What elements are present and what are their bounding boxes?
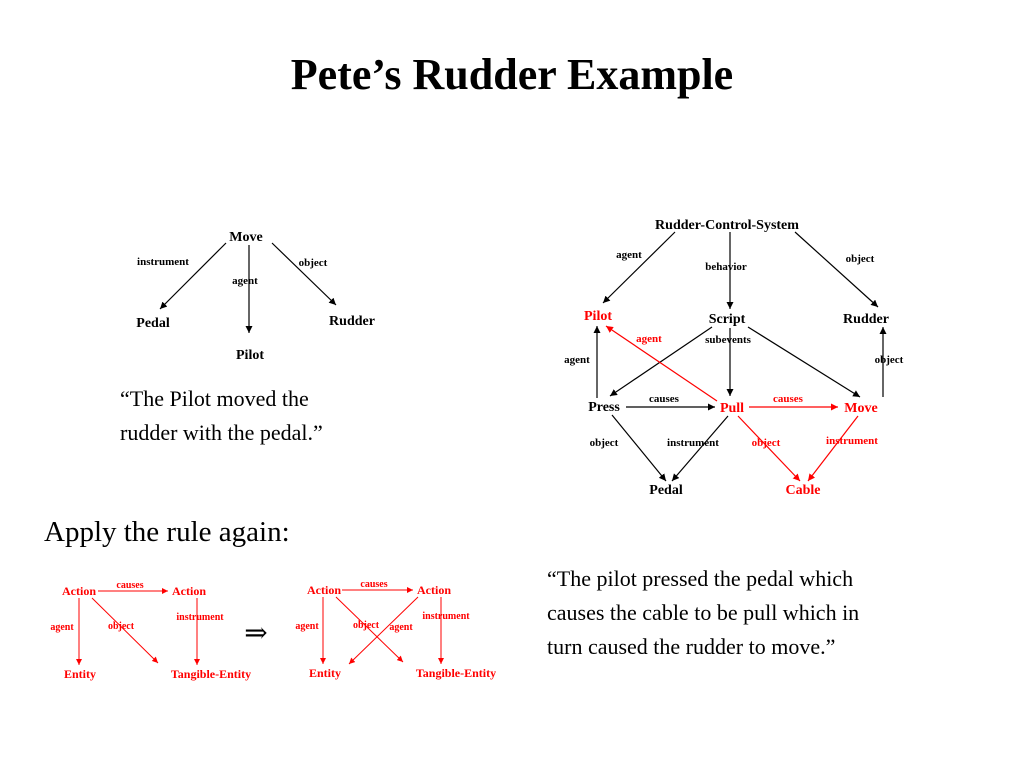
node-pedal: Pedal <box>136 316 170 331</box>
node-action-1: Action <box>307 583 341 597</box>
label-object-right: object <box>875 354 904 366</box>
label-causes: causes <box>116 580 143 591</box>
node-rudder-control-system: Rudder-Control-System <box>655 218 799 233</box>
rule-diagram-before: Action Action Entity Tangible-Entity cau… <box>50 580 251 681</box>
node-cable: Cable <box>786 483 821 498</box>
label-instrument-red: instrument <box>826 435 878 447</box>
diagram-rudder-control-system: Rudder-Control-System Pilot Script Rudde… <box>564 218 904 498</box>
edge-instrument <box>159 242 227 310</box>
edge-pull-agent-red <box>605 325 718 402</box>
node-entity: Entity <box>64 667 96 681</box>
label-instrument: instrument <box>422 611 470 622</box>
label-object: object <box>108 621 135 632</box>
quote-full: “The pilot pressed the pedal which cause… <box>547 562 987 664</box>
node-tangible-entity: Tangible-Entity <box>171 667 251 681</box>
node-pedal: Pedal <box>649 483 683 498</box>
label-causes: causes <box>649 393 680 405</box>
node-pilot: Pilot <box>236 348 264 363</box>
label-instrument: instrument <box>137 256 189 268</box>
node-pull: Pull <box>720 401 744 416</box>
implies-symbol: ⇒ <box>244 618 267 649</box>
label-object: object <box>846 253 875 265</box>
node-pilot: Pilot <box>584 309 612 324</box>
quote-full-line-3: turn caused the rudder to move.” <box>547 634 836 659</box>
node-action-1: Action <box>62 584 96 598</box>
label-agent-2: agent <box>389 622 413 633</box>
quote-simple-line-1: “The Pilot moved the <box>120 386 309 411</box>
node-press: Press <box>588 400 620 415</box>
label-causes-red: causes <box>773 393 804 405</box>
edge-object <box>91 597 159 664</box>
node-rudder: Rudder <box>329 314 375 329</box>
edge-subevents-press <box>609 326 713 397</box>
node-action-2: Action <box>172 584 206 598</box>
edge-move-instrument-red <box>807 415 859 482</box>
node-action-2: Action <box>417 583 451 597</box>
edge-pull-object-red <box>737 415 801 482</box>
label-object-red: object <box>752 437 781 449</box>
node-script: Script <box>709 312 746 327</box>
diagram-simple-move: Move Pedal Pilot Rudder instrument agent… <box>136 230 375 363</box>
rule-diagram-after: Action Action Entity Tangible-Entity cau… <box>295 579 496 680</box>
quote-full-line-1: “The pilot pressed the pedal which <box>547 566 854 591</box>
label-agent-red: agent <box>636 333 662 345</box>
edge-agent-2 <box>348 596 419 665</box>
node-entity: Entity <box>309 666 341 680</box>
label-behavior: behavior <box>705 261 747 273</box>
label-object: object <box>299 257 328 269</box>
label-agent: agent <box>232 275 258 287</box>
edge-press-object <box>611 414 667 482</box>
edge-rcs-agent <box>602 231 676 304</box>
label-agent-left: agent <box>564 354 590 366</box>
edge-object <box>271 242 337 306</box>
node-move: Move <box>229 230 262 245</box>
label-object-press: object <box>590 437 619 449</box>
label-instrument: instrument <box>667 437 719 449</box>
quote-simple: “The Pilot moved the rudder with the ped… <box>120 382 420 450</box>
label-object: object <box>353 620 380 631</box>
node-rudder: Rudder <box>843 312 889 327</box>
label-agent: agent <box>50 622 74 633</box>
edge-subevents-move <box>747 326 861 398</box>
quote-full-line-2: causes the cable to be pull which in <box>547 600 860 625</box>
node-move: Move <box>844 401 877 416</box>
edge-pull-instrument <box>671 415 729 482</box>
edge-object <box>335 596 404 663</box>
label-agent: agent <box>616 249 642 261</box>
node-tangible-entity: Tangible-Entity <box>416 666 496 680</box>
quote-simple-line-2: rudder with the pedal.” <box>120 420 323 445</box>
label-subevents: subevents <box>705 334 752 346</box>
apply-rule-heading: Apply the rule again: <box>44 516 290 548</box>
label-agent-1: agent <box>295 621 319 632</box>
slide-title: Pete’s Rudder Example <box>290 50 734 99</box>
label-instrument: instrument <box>176 612 224 623</box>
edge-rcs-object <box>794 231 879 308</box>
label-causes: causes <box>360 579 387 590</box>
